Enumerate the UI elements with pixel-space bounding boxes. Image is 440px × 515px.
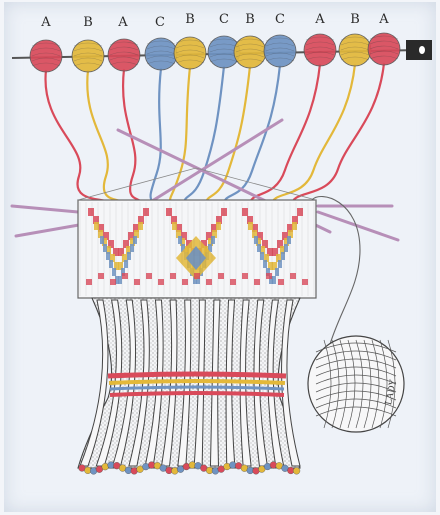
yarn-ball — [339, 34, 371, 66]
yarn-ball — [145, 38, 177, 70]
yarn-strand — [45, 70, 112, 205]
yarn-ball — [264, 35, 296, 67]
ribbed-body — [78, 298, 300, 474]
yarn-strand — [184, 66, 224, 205]
yarn-ball — [174, 37, 206, 69]
yarn-ball — [108, 39, 140, 71]
yarn-strand — [150, 68, 161, 205]
yarn-strands — [45, 63, 384, 205]
yarn-ball — [234, 36, 266, 68]
yarn-balls — [30, 33, 400, 72]
yarn-strand — [272, 64, 355, 205]
yarn-ball — [72, 40, 104, 72]
yarn-strand — [87, 70, 124, 205]
yarn-ball — [368, 33, 400, 65]
yarn-ball — [30, 40, 62, 72]
yarn-ball — [304, 34, 336, 66]
